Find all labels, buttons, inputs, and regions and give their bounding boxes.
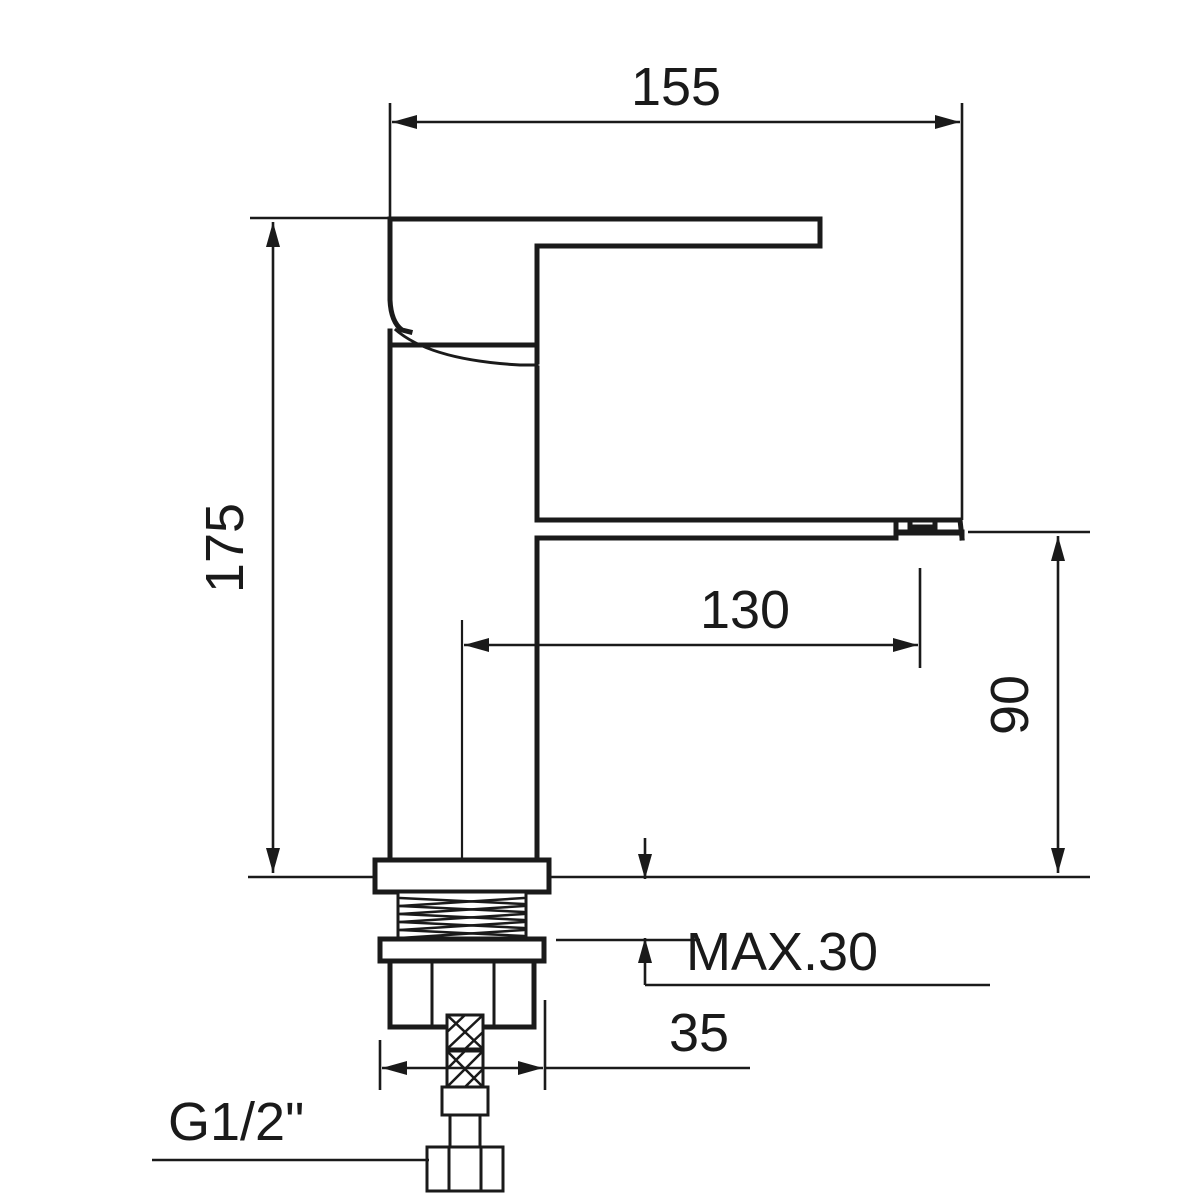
dim-label-35: 35: [669, 1003, 729, 1063]
thread-hatching: [398, 896, 526, 956]
washer-plate: [377, 936, 547, 964]
braid-hatch-upper: [445, 1013, 485, 1051]
dim-label-90: 90: [980, 675, 1040, 735]
faucet-outline: [372, 216, 965, 1193]
aerator-outlet-lip: [907, 517, 938, 530]
base-escutcheon: [372, 857, 552, 895]
dimension-35: 35: [378, 1000, 750, 1090]
dim-label-130: 130: [700, 580, 790, 640]
dim-label-max30: MAX.30: [686, 922, 878, 982]
dimension-130: 130: [464, 568, 922, 668]
hose-hex-fitting: [425, 1145, 505, 1193]
dimension-max30: MAX.30: [556, 838, 990, 987]
dimension-90: 90: [968, 530, 1090, 873]
callout-g12: G1/2": [152, 1092, 429, 1162]
dimension-175: 175: [195, 216, 392, 873]
hose-stem: [448, 1113, 482, 1149]
handle-pivot-cap: [387, 216, 414, 336]
dim-label-155: 155: [631, 57, 721, 117]
hose-collar: [440, 1085, 490, 1117]
dim-label-g12: G1/2": [168, 1092, 304, 1152]
aerator-outlet: [893, 517, 965, 536]
handle-underside-curve: [393, 327, 539, 367]
dimension-155: 155: [388, 57, 964, 520]
lever-handle: [387, 216, 823, 249]
dim-label-175: 175: [195, 503, 255, 593]
